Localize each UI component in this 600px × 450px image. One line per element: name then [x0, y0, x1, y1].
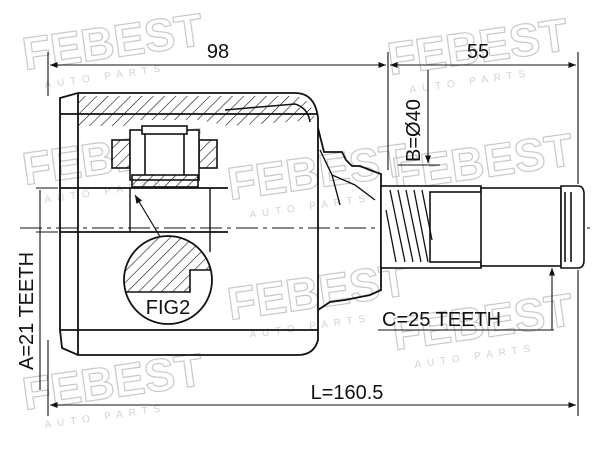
spline-teeth	[385, 189, 433, 263]
dim-housing-length: 98	[207, 41, 229, 63]
diameter-dimension	[398, 70, 440, 166]
watermark-brand: FEBEST	[19, 3, 206, 80]
spline-dimension	[378, 268, 556, 331]
dim-stem-length: 55	[467, 41, 489, 63]
housing-section-hatch	[78, 96, 315, 126]
dim-total-length: L=160.5	[311, 382, 384, 404]
top-dimensions	[47, 52, 579, 184]
total-dimension	[47, 270, 579, 416]
fig2-label: FIG2	[146, 297, 190, 319]
dim-spline-teeth: C=25 TEETH	[382, 309, 501, 331]
dim-outer-diameter: B=Ø40	[403, 99, 425, 162]
tripod-roller-hatch	[112, 140, 217, 168]
inner-bore	[129, 188, 211, 252]
fig2-detail: FIG2	[123, 235, 213, 325]
dim-bore-teeth: A=21 TEETH	[16, 252, 38, 370]
bore-dimension	[36, 187, 58, 390]
